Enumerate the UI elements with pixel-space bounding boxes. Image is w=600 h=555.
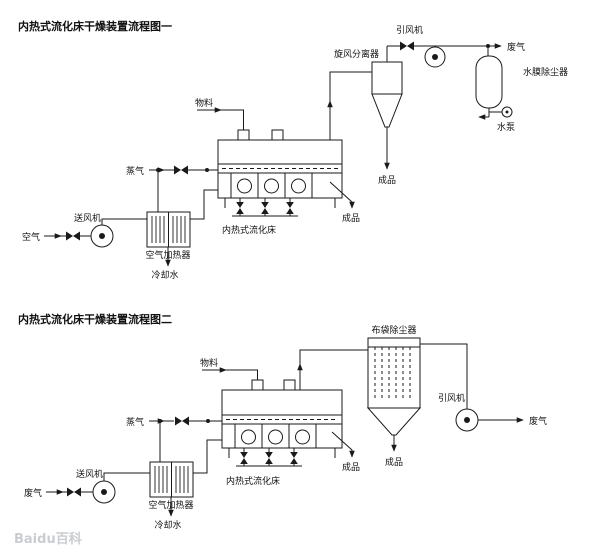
d2-discharge-valve-icon — [240, 452, 248, 464]
d1-cooling-water-label: 冷却水 — [151, 269, 178, 281]
d1-heater-coils-icon — [151, 216, 186, 243]
d2-bed-vent-stack — [251, 379, 264, 391]
d1-discharge-valve-icon — [286, 202, 294, 214]
d1-discharge-valve-icon — [261, 202, 269, 214]
d2-bed-vent-stack — [283, 379, 296, 391]
d1-steam-valve-icon — [174, 165, 188, 175]
d2-heating-tube-icon — [268, 429, 283, 445]
d2-steam-label: 蒸气 — [126, 416, 144, 428]
d2-fluidized-bed: 物料 内热式流化床 成品 — [200, 349, 368, 487]
d1-blower-label: 送风机 — [74, 212, 101, 224]
d1-water-pump-hub-icon — [505, 110, 509, 114]
d2-bag-filter-label: 布袋除尘器 — [371, 324, 416, 336]
d1-induced-fan-hub-icon — [432, 54, 438, 60]
d1-heating-tube-icon — [264, 178, 279, 194]
d2-induced-fan-label: 引风机 — [438, 392, 465, 404]
watermark: Baidu百科 — [14, 531, 82, 547]
diagram-2: 内热式流化床干燥装置流程图二 废气 送风机 — [18, 312, 547, 531]
d1-exhaust-valve-icon — [400, 41, 414, 51]
d1-water-pump-label: 水泵 — [497, 121, 515, 133]
d2-waste-gas-in-label: 废气 — [24, 487, 42, 499]
d2-air-heater: 空气加热器 冷却水 — [148, 439, 222, 531]
diagram-1: 内热式流化床干燥装置流程图一 空气 送风机 — [18, 19, 568, 281]
d2-exhaust-fan: 引风机 废气 — [420, 343, 547, 432]
d1-cyclone-separator: 旋风分离器 成品 — [334, 46, 403, 186]
d2-bed-label: 内热式流化床 — [226, 475, 280, 487]
d2-air-heater-label: 空气加热器 — [148, 499, 193, 511]
d2-steam-valve-icon — [175, 416, 189, 426]
d1-bed-vent-stack — [271, 129, 284, 141]
d1-bed-label: 内热式流化床 — [222, 224, 276, 236]
d2-discharge-valve-icon — [265, 452, 273, 464]
d1-exhaust-fan: 引风机 废气 — [387, 24, 525, 68]
d2-filter-bags-icon — [374, 347, 411, 401]
d1-discharge-valve-icon — [236, 202, 244, 214]
d2-steam-line: 蒸气 — [126, 416, 222, 462]
d1-heating-tube-icon — [237, 178, 252, 194]
d2-waste-gas-out-label: 废气 — [529, 415, 547, 427]
d2-inlet-valve-icon — [67, 487, 81, 497]
d1-heating-tube-icon — [291, 178, 306, 194]
d2-blower-label: 送风机 — [76, 468, 103, 480]
d1-air-supply: 空气 送风机 — [22, 212, 147, 248]
d2-induced-fan-hub-icon — [464, 417, 470, 423]
d1-cyclone-body — [371, 61, 403, 95]
d1-fluidized-bed: 物料 内热式流化床 成品 — [195, 71, 372, 236]
d2-product-filter-label: 成品 — [385, 456, 403, 468]
d2-heating-tube-icon — [295, 429, 310, 445]
d2-junction-dot — [206, 419, 210, 423]
d1-water-film-label: 水膜除尘器 — [523, 66, 568, 78]
d1-water-film-vessel — [475, 55, 503, 109]
d1-blower-hub-icon — [99, 233, 105, 239]
d1-air-valve-icon — [66, 231, 80, 241]
diagram1-title: 内热式流化床干燥装置流程图一 — [18, 19, 172, 33]
d1-cyclone-cone — [371, 93, 403, 128]
d1-product-bed-label: 成品 — [342, 212, 360, 224]
d1-air-heater-label: 空气加热器 — [145, 249, 190, 261]
d2-bag-filter-body — [367, 337, 421, 409]
d1-waste-gas-label: 废气 — [507, 41, 525, 53]
d1-water-film-collector: 水膜除尘器 水泵 — [475, 46, 568, 133]
d1-induced-fan-label: 引风机 — [396, 24, 423, 36]
d2-heater-coils-icon — [154, 466, 189, 493]
d1-bed-vent-stack — [237, 129, 250, 141]
diagram2-title: 内热式流化床干燥装置流程图二 — [18, 312, 172, 326]
d2-material-label: 物料 — [200, 357, 218, 369]
d2-heating-tube-icon — [241, 429, 256, 445]
d2-product-bed-label: 成品 — [342, 461, 360, 473]
d1-air-heater: 空气加热器 冷却水 — [145, 189, 218, 281]
d2-cooling-water-label: 冷却水 — [154, 519, 181, 531]
d1-material-label: 物料 — [195, 97, 213, 109]
d1-junction-dot — [205, 168, 209, 172]
d2-bag-filter: 布袋除尘器 成品 — [366, 324, 422, 468]
d2-discharge-valve-icon — [290, 452, 298, 464]
d2-bag-filter-cone — [366, 407, 422, 436]
d1-product-cyclone-label: 成品 — [378, 174, 396, 186]
d1-cyclone-label: 旋风分离器 — [334, 48, 379, 60]
d2-blower-hub-icon — [101, 489, 107, 495]
d1-air-label: 空气 — [22, 231, 40, 243]
d2-air-supply: 废气 送风机 — [24, 468, 150, 504]
d1-steam-line: 蒸气 — [126, 165, 218, 212]
d1-steam-label: 蒸气 — [126, 165, 144, 177]
